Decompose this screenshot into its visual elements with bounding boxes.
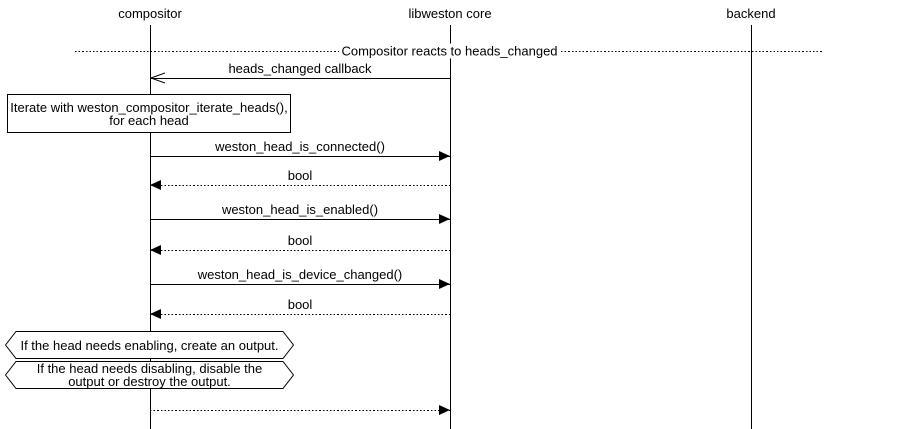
lifeline-label-compositor: compositor xyxy=(118,6,182,21)
message-line xyxy=(150,185,450,186)
note-enable-output: If the head needs enabling, create an ou… xyxy=(5,331,294,359)
message-line xyxy=(150,284,450,285)
hexagon-shape xyxy=(5,331,294,359)
message-line xyxy=(150,156,450,157)
diagram-title: Compositor reacts to heads_changed xyxy=(338,43,561,59)
open-arrowhead-icon xyxy=(150,72,165,84)
message-label: weston_head_is_connected() xyxy=(215,139,385,154)
lifeline-compositor xyxy=(150,25,151,429)
message-line xyxy=(150,219,450,220)
message-label: bool xyxy=(287,233,313,248)
title-divider: Compositor reacts to heads_changed xyxy=(75,43,824,59)
filled-arrowhead-icon xyxy=(439,279,450,289)
hexagon-shape xyxy=(5,361,294,389)
lifeline-label-backend: backend xyxy=(726,6,776,21)
filled-arrowhead-icon xyxy=(439,405,450,415)
lifeline-libweston-core xyxy=(450,25,451,429)
message-label: bool xyxy=(287,168,313,183)
filled-arrowhead-icon xyxy=(150,309,161,319)
filled-arrowhead-icon xyxy=(150,180,161,190)
message-label: weston_head_is_device_changed() xyxy=(197,267,403,282)
message-line xyxy=(150,410,450,411)
note-disable-output: If the head needs disabling, disable the… xyxy=(5,361,294,389)
message-line xyxy=(150,314,450,315)
lifeline-label-libweston-core: libweston core xyxy=(408,6,492,21)
message-line xyxy=(150,250,450,251)
filled-arrowhead-icon xyxy=(439,151,450,161)
filled-arrowhead-icon xyxy=(150,245,161,255)
filled-arrowhead-icon xyxy=(439,214,450,224)
lifeline-backend xyxy=(751,25,752,429)
message-label: heads_changed callback xyxy=(228,61,372,76)
note-text: If the head needs enabling, create an ou… xyxy=(20,337,279,353)
note-iterate-heads: Iterate with weston_compositor_iterate_h… xyxy=(7,94,291,133)
message-label: bool xyxy=(287,297,313,312)
note-text: If the head needs disabling, disable the… xyxy=(36,361,263,389)
message-label: weston_head_is_enabled() xyxy=(221,202,379,217)
message-line xyxy=(150,78,450,79)
